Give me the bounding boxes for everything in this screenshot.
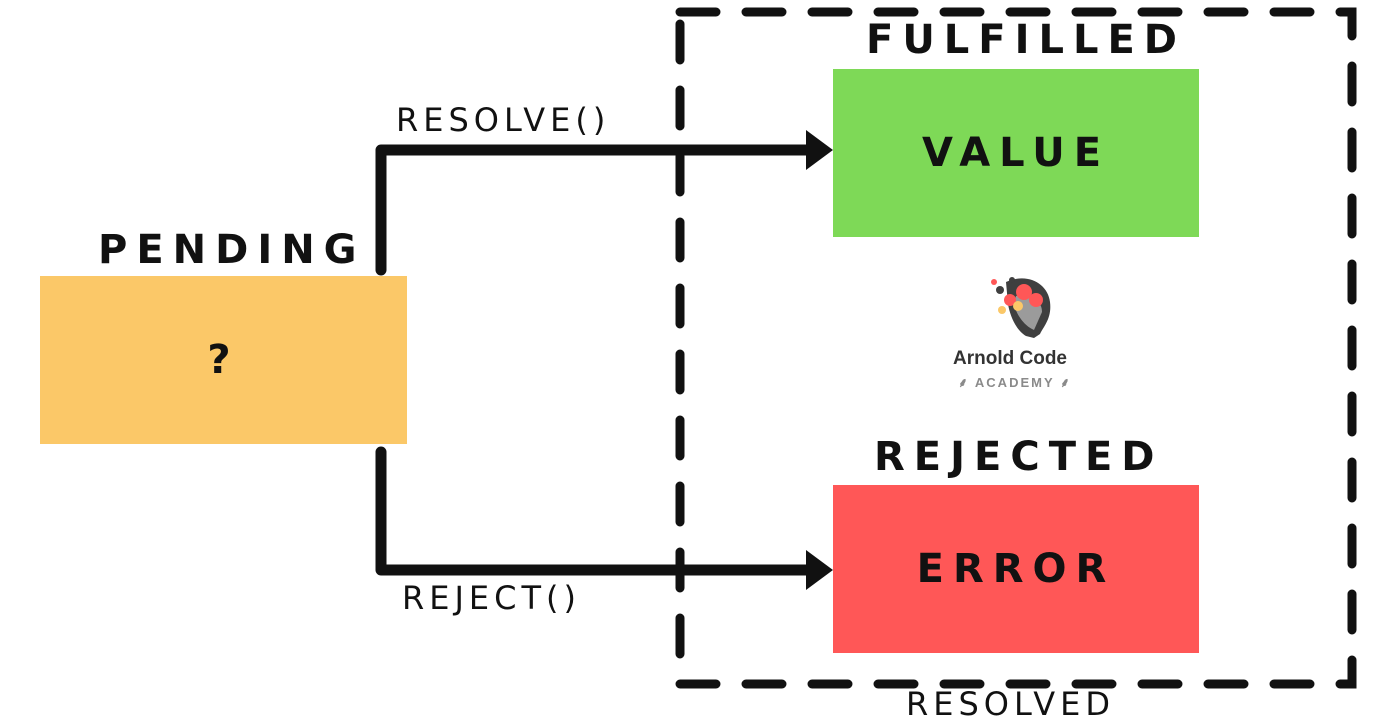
laurel-left-icon: ⸙ — [958, 375, 970, 390]
resolved-group-border — [675, 7, 1357, 689]
resolve-label: RESOLVE() — [396, 101, 611, 139]
resolve-arrow-line — [375, 144, 818, 276]
reject-arrowhead — [806, 550, 833, 590]
resolved-group-label: RESOLVED — [906, 685, 1116, 723]
pending-title: PENDING — [98, 227, 366, 273]
resolve-arrowhead — [806, 130, 833, 170]
logo-name: Arnold Code — [953, 348, 1067, 369]
rejected-box: ERROR — [833, 485, 1199, 653]
pending-box: ? — [40, 276, 407, 444]
fulfilled-title: FULFILLED — [866, 17, 1187, 63]
laurel-right-icon: ⸙ — [1060, 375, 1072, 390]
pending-content: ? — [207, 337, 240, 383]
reject-label: REJECT() — [402, 579, 581, 617]
reject-arrow-line — [375, 446, 818, 576]
logo-icon — [991, 277, 1051, 338]
rejected-content: ERROR — [916, 546, 1116, 592]
fulfilled-content: VALUE — [921, 130, 1111, 176]
logo-sub: ⸙ ACADEMY ⸙ — [958, 373, 1072, 391]
rejected-title: REJECTED — [874, 434, 1164, 480]
logo-sub-text: ACADEMY — [974, 375, 1055, 390]
fulfilled-box: VALUE — [833, 69, 1199, 237]
